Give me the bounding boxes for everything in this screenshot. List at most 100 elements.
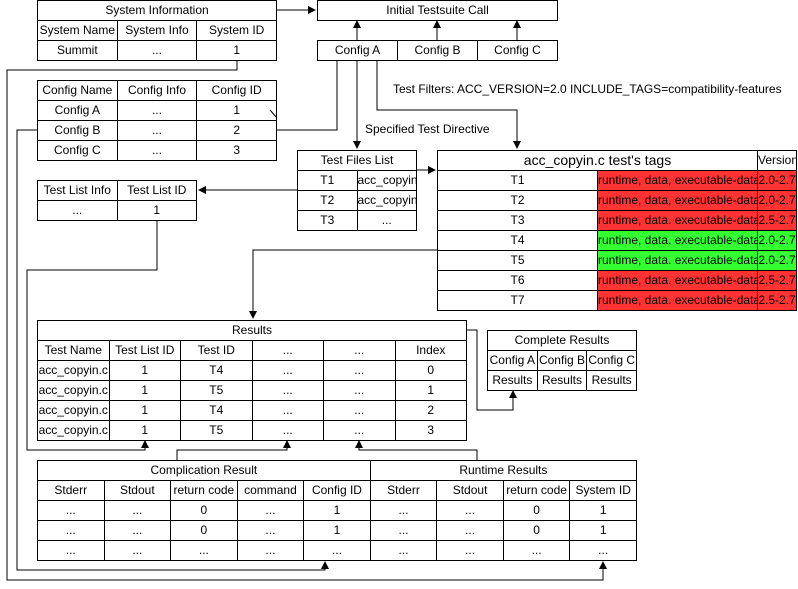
cell: Config C: [37, 140, 118, 161]
tag-row-tags: runtime, data. executable-data. referenc…: [597, 290, 758, 311]
tag-row-tags: runtime, data. executable-data. compatib…: [597, 230, 758, 251]
results-cell: 1: [108, 420, 181, 441]
system-information-table: System Information System Name System In…: [37, 0, 277, 61]
results-cell: T4: [180, 400, 253, 421]
bottom-cell: 0: [502, 520, 571, 541]
results-cell: ...: [251, 400, 324, 421]
system-information-title: System Information: [37, 0, 277, 21]
bottom-cell: ...: [569, 540, 637, 561]
tags-title: acc_copyin.c test's tags: [437, 150, 758, 171]
header-cell: ...: [251, 340, 324, 361]
bottom-cell: 0: [170, 500, 238, 521]
config-table: Config Name Config Info Config ID Config…: [37, 80, 277, 161]
bottom-cell: 1: [303, 520, 371, 541]
bottom-cell: ...: [502, 540, 571, 561]
header-cell: Config Info: [116, 80, 198, 101]
cell: acc_copyin.c: [356, 170, 417, 191]
header-cell: Config Name: [37, 80, 118, 101]
cell: T2: [297, 190, 358, 211]
bottom-cell: ...: [369, 520, 438, 541]
header-cell: Config B: [536, 350, 588, 371]
header-cell: System Info: [116, 20, 198, 41]
results-cell: ...: [251, 380, 324, 401]
header-cell: Test ID: [180, 340, 253, 361]
cell: ...: [37, 200, 118, 221]
complete-results-title: Complete Results: [487, 330, 637, 351]
bottom-header-cell: Stderr: [37, 480, 105, 501]
complete-results-table: Complete Results Config A Config B Confi…: [487, 330, 637, 391]
tag-row-id: T7: [437, 290, 598, 311]
header-cell: Config A: [487, 350, 538, 371]
specified-test-directive-label: Specified Test Directive: [365, 122, 490, 136]
cell: Summit: [37, 40, 118, 61]
bottom-cell: ...: [436, 540, 504, 561]
version-header: Version: [757, 150, 797, 171]
cell: Config B: [37, 120, 118, 141]
tag-row-id: T4: [437, 230, 598, 251]
cell: ...: [116, 140, 198, 161]
config-selector: Config A Config B Config C: [317, 40, 558, 61]
bottom-cell: ...: [369, 540, 438, 561]
cell: 2: [196, 120, 277, 141]
cell: ...: [116, 100, 198, 121]
bottom-cell: ...: [236, 500, 305, 521]
config-b-box: Config B: [397, 40, 478, 61]
tag-row-version: 2.0-2.7: [757, 250, 797, 271]
tag-row-version: 2.0-2.7: [757, 230, 797, 251]
results-table: Results Test Name Test List ID Test ID .…: [37, 320, 467, 441]
cell: Results: [487, 370, 538, 391]
tag-row-tags: runtime, data. executable-data. referenc…: [597, 270, 758, 291]
test-list-table: Test List Info Test List ID ... 1: [37, 180, 197, 221]
tag-row-tags: runtime, data, executable-data: [597, 190, 758, 211]
cell: acc_copyin.F90: [356, 190, 417, 211]
tag-row-id: T5: [437, 250, 598, 271]
tag-row-tags: runtime, data. executable-data. referenc…: [597, 210, 758, 231]
bottom-cell: ...: [37, 520, 105, 541]
cell: 1: [116, 200, 197, 221]
bottom-cell: ...: [369, 500, 438, 521]
cell: Config A: [37, 100, 118, 121]
results-cell: 1: [108, 360, 181, 381]
compile-runtime-results-table: Complication Result Runtime Results Stde…: [37, 460, 638, 561]
tag-row-version: 2.5-2.7: [757, 290, 797, 311]
bottom-cell: 1: [303, 500, 371, 521]
bottom-cell: ...: [103, 520, 172, 541]
bottom-cell: ...: [103, 540, 172, 561]
cell: ...: [356, 210, 417, 231]
bottom-cell: 0: [502, 500, 571, 521]
bottom-header-cell: System ID: [569, 480, 637, 501]
header-cell: Test List ID: [108, 340, 181, 361]
bottom-header-cell: return code: [502, 480, 571, 501]
bottom-cell: ...: [436, 520, 504, 541]
cell: 3: [196, 140, 277, 161]
bottom-cell: ...: [236, 520, 305, 541]
bottom-cell: ...: [170, 540, 238, 561]
results-cell: acc_copyin.c: [37, 400, 110, 421]
cell: 1: [196, 40, 277, 61]
bottom-header-cell: command: [236, 480, 305, 501]
header-cell: Config ID: [196, 80, 277, 101]
results-cell: 1: [108, 380, 181, 401]
header-cell: Test List Info: [37, 180, 118, 201]
bottom-cell: ...: [37, 540, 105, 561]
results-cell: ...: [323, 420, 396, 441]
tag-row-version: 2.5-2.7: [757, 210, 797, 231]
results-cell: T5: [180, 380, 253, 401]
cell: 1: [196, 100, 277, 121]
test-filters-label: Test Filters: ACC_VERSION=2.0 INCLUDE_TA…: [393, 82, 782, 96]
cell: ...: [116, 120, 198, 141]
results-cell: 1: [394, 380, 467, 401]
results-title: Results: [37, 320, 467, 341]
tag-row-version: 2.0-2.7: [757, 190, 797, 211]
header-cell: Test Name: [37, 340, 110, 361]
results-cell: acc_copyin.c: [37, 360, 110, 381]
cell: T1: [297, 170, 358, 191]
